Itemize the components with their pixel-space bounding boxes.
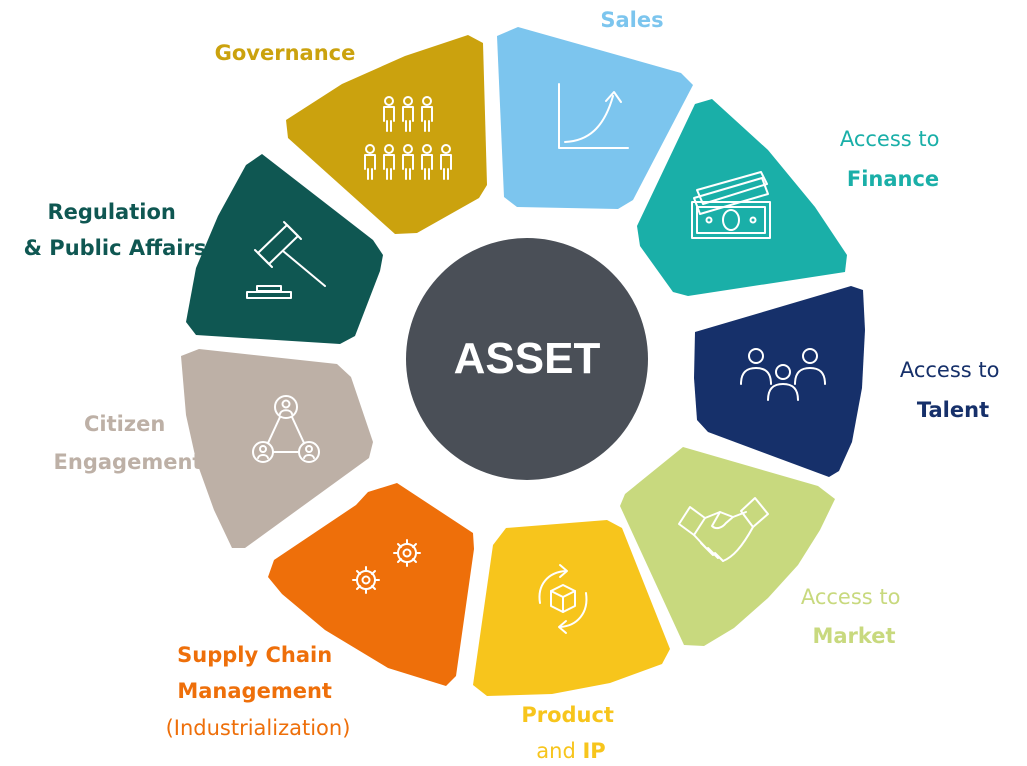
center-label: ASSET xyxy=(454,334,601,383)
segment-access-to-talent[interactable] xyxy=(694,286,865,477)
label-citizen-engagement-line2: Engagement xyxy=(54,450,203,474)
label-product-and-ip-and: and xyxy=(536,739,582,763)
people-group-icon xyxy=(740,348,826,401)
label-sales: Sales xyxy=(600,8,663,32)
label-access-to-talent-line2: Talent xyxy=(917,398,989,422)
segment-access-to-finance[interactable] xyxy=(637,99,847,296)
segment-citizen-engagement[interactable] xyxy=(181,349,373,548)
handshake-icon xyxy=(678,497,769,562)
growth-chart-icon xyxy=(558,83,629,149)
person-figure-icon xyxy=(402,96,414,132)
banknotes-icon xyxy=(691,171,771,239)
label-supply-chain-line1: Supply Chain xyxy=(177,643,332,667)
person-figure-icon xyxy=(402,144,414,180)
label-regulation-public-affairs: Regulation & Public Affairs xyxy=(24,200,207,260)
segment-access-to-market[interactable] xyxy=(620,447,835,646)
package-cycle-icon xyxy=(538,564,588,634)
segment-supply-chain-management[interactable] xyxy=(268,483,474,686)
label-sales-line: Sales xyxy=(600,8,663,32)
person-figure-icon xyxy=(364,144,376,180)
label-access-to-talent-line1: Access to xyxy=(900,358,1000,382)
label-product-and-ip-line1: Product xyxy=(521,703,614,727)
label-supply-chain-line2: Management xyxy=(177,679,332,703)
label-access-to-finance-line2: Finance xyxy=(847,167,939,191)
person-figure-icon xyxy=(421,96,433,132)
labels: Sales Access to Finance Access to Talent… xyxy=(24,8,1006,763)
label-governance-line: Governance xyxy=(215,41,356,65)
label-governance: Governance xyxy=(215,41,356,65)
segment-sales[interactable] xyxy=(497,27,693,209)
network-people-icon xyxy=(252,395,320,463)
label-access-to-finance: Access to Finance xyxy=(840,127,946,191)
people-rows-icon xyxy=(364,96,452,180)
person-figure-icon xyxy=(383,144,395,180)
segments xyxy=(181,27,865,696)
label-access-to-market: Access to Market xyxy=(801,585,907,648)
label-regulation-line1: Regulation xyxy=(47,200,175,224)
label-product-and-ip-ip: IP xyxy=(582,739,605,763)
label-access-to-market-line1: Access to xyxy=(801,585,901,609)
center-hub: ASSET xyxy=(406,238,648,480)
person-figure-icon xyxy=(440,144,452,180)
label-product-and-ip: Product and IP xyxy=(521,703,620,763)
gavel-icon xyxy=(246,221,326,299)
label-access-to-market-line2: Market xyxy=(812,624,895,648)
person-figure-icon xyxy=(383,96,395,132)
label-citizen-engagement-line1: Citizen xyxy=(84,412,165,436)
label-access-to-finance-line1: Access to xyxy=(840,127,940,151)
gears-icon xyxy=(352,539,421,594)
person-figure-icon xyxy=(421,144,433,180)
center-circle xyxy=(406,238,648,480)
label-supply-chain-management: Supply Chain Management (Industrializati… xyxy=(166,643,351,740)
label-regulation-line2: & Public Affairs xyxy=(24,236,207,260)
segment-governance[interactable] xyxy=(286,35,487,234)
label-product-and-ip-line2: and IP xyxy=(536,739,605,763)
label-citizen-engagement: Citizen Engagement xyxy=(54,412,203,474)
label-supply-chain-line3: (Industrialization) xyxy=(166,716,351,740)
label-access-to-talent: Access to Talent xyxy=(900,358,1006,422)
